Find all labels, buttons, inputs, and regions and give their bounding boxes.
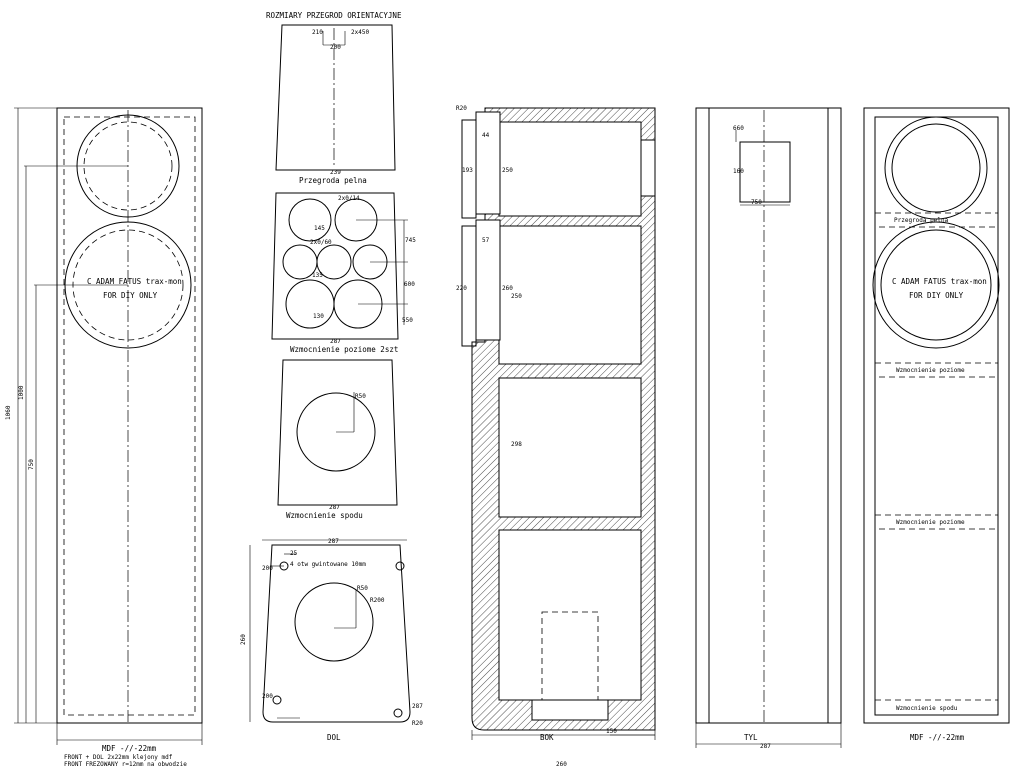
copyright-line-2: FOR DIY ONLY [103,291,158,300]
panel-full-partition: ROZMIARY PRZEGROD ORIENTACYJNE 210 200 2… [266,11,402,185]
p4-dim-d: R200 [370,597,385,604]
p2-dim-b: 145 [314,225,325,232]
side-dim-i: 298 [511,441,522,448]
p4-dim-c: R50 [357,585,368,592]
right-mdf-label: MDF -//-22mm [910,733,965,742]
p1-dim-w: 239 [330,169,341,176]
right-reinf-1-label: Wzmocnienie poziome [896,367,965,374]
p1-dim-a: 210 [312,29,323,36]
panel-bottom-reinforcement: R50 287 Wzmocnienie spodu [277,359,398,520]
p4-dim-w: 287 [328,538,339,545]
side-dim-g: 260 [502,285,513,292]
side-dim-j: 150 [606,728,617,735]
p2-dim-c: 2x0/60 [310,239,332,246]
back-view-label: TYL [744,733,758,742]
back-dim-a: 660 [733,125,744,132]
side-dim-c: 193 [462,167,473,174]
p4-dim-f: R20 [412,720,423,727]
side-dim-d: 250 [502,167,513,174]
top-title: ROZMIARY PRZEGROD ORIENTACYJNE [266,11,402,20]
copyright-line-1: C ADAM FATUS trax-mon [87,277,182,286]
p1-dim-b: 200 [330,44,341,51]
panel-full-label: Przegroda pelna [299,176,367,185]
p3-dim-r: R50 [355,393,366,400]
p2-dim-f: 745 [405,237,416,244]
side-dim-b: 44 [482,132,490,139]
right-reinf-2-label: Wzmocnienie poziome [896,519,965,526]
p2-dim-d: 135 [312,272,323,279]
side-dim-e: 57 [482,237,490,244]
front-mdf-label: MDF -//-22mm [102,744,157,753]
side-dim-a: R20 [456,105,467,112]
right-bottom-label: Wzmocnienie spodu [896,705,958,712]
right-full-label: Przegroda pelna [894,217,949,224]
front-note-1: FRONT + DOL 2x22mm klejony mdf [64,754,173,761]
bottom-holes-note: 4 otw gwintowane 10mm [290,561,366,568]
p2-dim-w: 287 [330,338,341,345]
side-view-label: BOK [540,733,554,742]
p1-dim-c: 2x450 [351,29,369,36]
bottom-panel-label: DOL [327,733,341,742]
back-dim-w: 287 [760,743,771,750]
side-view-bok: R20 44 193 250 57 220 260 250 298 150 26… [456,105,656,768]
p4-dim-h: 260 [240,634,247,645]
back-view-tyl: 660 160 750 287 TYL [695,107,842,750]
front-note-2: FRONT FREZOWANY r=12mm na obwodzie [64,761,187,768]
front-view: 1060 1000 750 C ADAM FATUS trax-mon FOR … [5,107,203,768]
front-dim-1060: 1060 [5,405,12,420]
panel-bottom-dol: 287 260 25 200 4 otw gwintowane 10mm R50… [240,538,423,742]
back-dim-b: 160 [733,168,744,175]
back-dim-c: 750 [751,199,762,206]
panel-upper-reinforcement: 2x0/14 145 2x0/60 135 130 745 600 550 28… [271,192,416,354]
side-dim-h: 250 [511,293,522,300]
p2-dim-e: 130 [313,313,324,320]
p2-dim-h: 550 [402,317,413,324]
front-dim-1000: 1000 [18,385,25,400]
side-dim-w: 260 [556,761,567,768]
p4-dim-e: 200 [262,693,273,700]
panel-reinf-upper-label: Wzmocnienie poziome 2szt [290,345,398,354]
p4-dim-a: 25 [290,550,298,557]
p3-dim-w: 287 [329,504,340,511]
right-section-view: Przegroda pelna C ADAM FATUS trax-mon FO… [863,107,1010,742]
p4-dim-b: 200 [262,565,273,572]
p4-dim-t: 287 [412,703,423,710]
side-dim-f: 220 [456,285,467,292]
right-copyright-2: FOR DIY ONLY [909,291,964,300]
front-dim-750: 750 [28,459,35,470]
panel-bottom-reinf-label: Wzmocnienie spodu [286,511,363,520]
p2-dim-a: 2x0/14 [338,195,360,202]
right-copyright-1: C ADAM FATUS trax-mon [892,277,987,286]
p2-dim-g: 600 [404,281,415,288]
